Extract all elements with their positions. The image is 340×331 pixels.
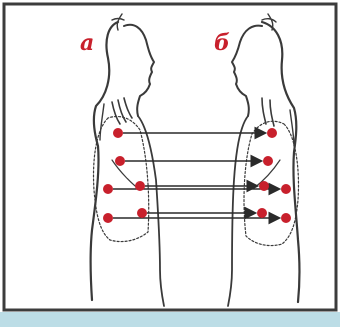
- right-dot-4: [259, 181, 269, 191]
- bottom-band: [0, 312, 340, 327]
- left-figure-hair: [91, 22, 119, 300]
- right-dot-1: [267, 128, 277, 138]
- left-dot-1: [113, 128, 123, 138]
- right-dot-5: [281, 213, 291, 223]
- right-dot-3: [281, 184, 291, 194]
- right-figure-front: [228, 116, 248, 306]
- left-figure-neck: [112, 98, 132, 124]
- label-right: б: [214, 32, 230, 54]
- left-dot-2: [115, 156, 125, 166]
- frame-border: [4, 4, 336, 310]
- right-lung-outline: [244, 121, 298, 245]
- right-dot-2: [263, 156, 273, 166]
- right-dot-6: [257, 208, 267, 218]
- arrow-group: [113, 133, 278, 218]
- left-dot-4: [135, 181, 145, 191]
- left-figure-hair-strands: [100, 14, 124, 140]
- left-dot-3: [103, 184, 113, 194]
- left-dot-5: [103, 213, 113, 223]
- left-figure: [91, 14, 165, 306]
- label-left: а: [80, 32, 94, 54]
- left-figure-face: [124, 25, 154, 116]
- right-figure-face: [232, 26, 262, 116]
- dot-group: [103, 128, 291, 223]
- left-dot-6: [137, 208, 147, 218]
